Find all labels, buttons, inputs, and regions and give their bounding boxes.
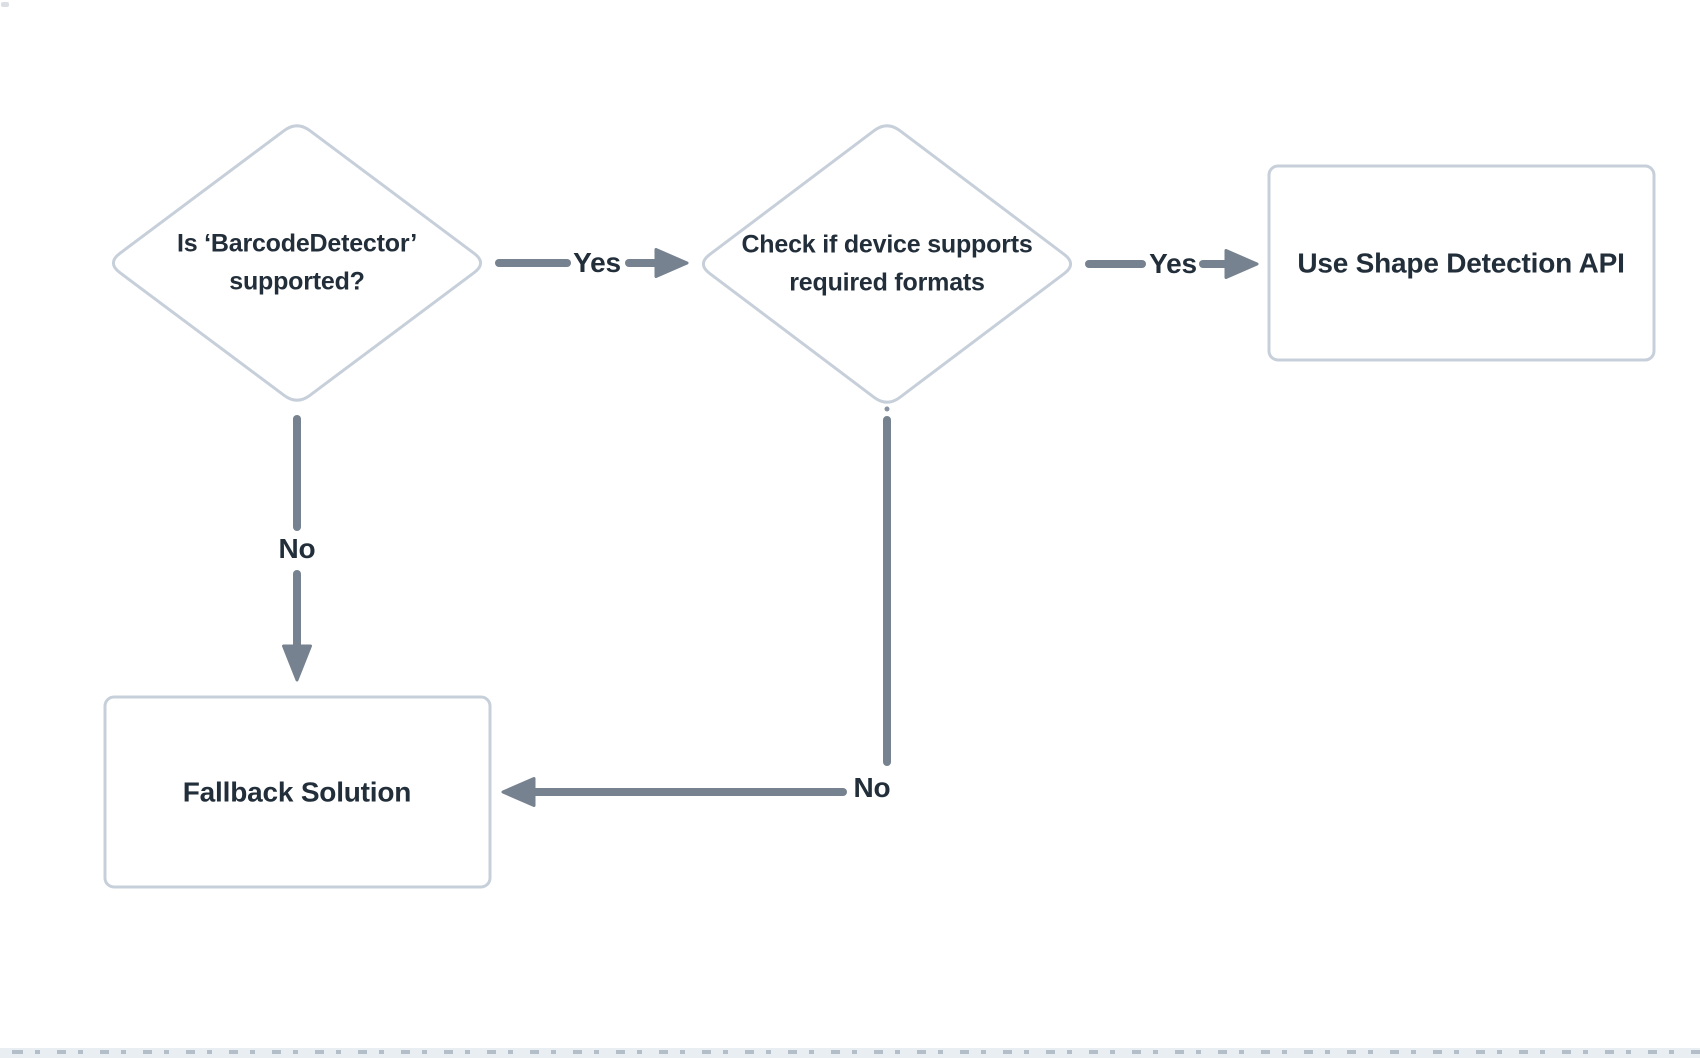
edge-yes-formats-to-shape-detection bbox=[1085, 249, 1259, 279]
edge-label-no-formats: No bbox=[853, 772, 891, 803]
edge-no-formats-to-fallback bbox=[501, 406, 891, 807]
process-shape-use-shape-detection-api bbox=[1267, 164, 1656, 362]
arrowhead-left-icon bbox=[501, 777, 536, 807]
edge-label-yes-barcodedetector: Yes bbox=[573, 247, 621, 278]
decision-node-barcodedetector-supported: Is ‘BarcodeDetector’ supported? bbox=[176, 229, 418, 296]
decision-shape-barcodedetector-supported bbox=[111, 124, 483, 402]
process-shape-fallback-solution bbox=[103, 695, 492, 889]
edge-label-yes-formats: Yes bbox=[1149, 248, 1197, 279]
decision-shape-device-supports-formats bbox=[701, 124, 1073, 404]
edge-yes-barcodedetector-to-formats bbox=[495, 248, 689, 278]
corner-artifact-mark bbox=[1, 2, 9, 7]
edge-label-no-barcodedetector: No bbox=[278, 533, 316, 564]
bottom-edge-dash-pattern bbox=[0, 1050, 1700, 1054]
edge-no-barcodedetector-to-fallback bbox=[282, 415, 312, 682]
process-node-fallback-solution: Fallback Solution bbox=[182, 776, 412, 808]
arrowhead-down-icon bbox=[282, 644, 312, 682]
arrowhead-right-icon bbox=[654, 248, 689, 278]
decision-node-device-supports-formats: Check if device supports required format… bbox=[741, 230, 1033, 297]
arrowhead-right-icon bbox=[1224, 249, 1259, 279]
bottom-edge-strip bbox=[0, 1048, 1700, 1058]
connector-anchor-dot bbox=[884, 406, 890, 412]
process-node-use-shape-detection-api: Use Shape Detection API bbox=[1297, 247, 1625, 279]
